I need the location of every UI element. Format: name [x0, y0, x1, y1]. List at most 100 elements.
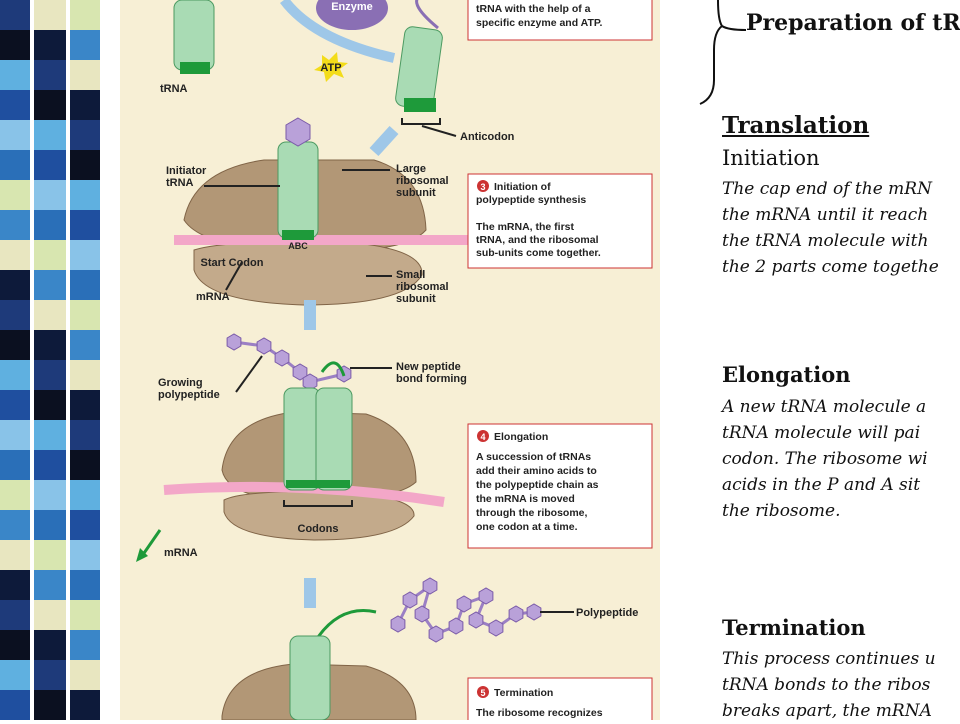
stripe-segment [70, 330, 100, 360]
amino-acid [414, 605, 430, 623]
stripe-segment [34, 510, 66, 540]
enzyme-shape [316, 0, 388, 30]
start-codon-label: Start Codon [201, 257, 264, 269]
text-line: the 2 parts come togethe [722, 257, 939, 277]
stripe-segment [70, 420, 100, 450]
termination-heading: Termination [722, 615, 866, 640]
atp-burst [314, 52, 348, 82]
step4-number-badge [477, 430, 489, 442]
initiation-heading: Initiation [722, 146, 820, 170]
text-line: the ribosome. [722, 501, 841, 521]
stripe-segment [70, 150, 100, 180]
stripe-segment [0, 390, 30, 420]
codons-label: Codons [298, 523, 339, 535]
stripe-segment [34, 450, 66, 480]
stripe-segment [0, 510, 30, 540]
trna-a-site [315, 387, 353, 491]
atp-label: ATP [320, 62, 341, 74]
growing-polypeptide-leader [235, 355, 263, 393]
anticodon-label: Anticodon [460, 131, 515, 143]
text-line: A new tRNA molecule a [722, 397, 927, 417]
mrna-label-3: mRNA [196, 291, 230, 303]
new-peptide-bond-label: New peptide bond forming [396, 361, 467, 385]
stripe-segment [34, 540, 66, 570]
amino-acid [256, 337, 272, 355]
growing-polypeptide-chain [226, 333, 352, 391]
amino-acid [508, 605, 524, 623]
stripe-segment [0, 660, 30, 690]
stripe-segment [70, 30, 100, 60]
stripe-segment [70, 480, 100, 510]
stripe-segment [0, 180, 30, 210]
text-line: breaks apart, the mRNA [722, 701, 932, 721]
stripe-segment [34, 660, 66, 690]
stripe-segment [34, 600, 66, 630]
stripe-segment [70, 450, 100, 480]
elongation-heading: Elongation [722, 362, 851, 387]
stripe-segment [0, 630, 30, 660]
stripe-segment [34, 150, 66, 180]
step4-number: 4 [480, 432, 485, 442]
stripe-segment [34, 330, 66, 360]
stripe-segment [70, 210, 100, 240]
stripe-segment [34, 360, 66, 390]
step3-box [467, 173, 653, 269]
stripe-segment [0, 360, 30, 390]
enzyme-label: Enzyme [331, 1, 373, 13]
stripe-segment [34, 270, 66, 300]
stripe-segment [70, 390, 100, 420]
step3-title: Initiation of polypeptide synthesis [476, 181, 586, 206]
stripe-segment [34, 570, 66, 600]
amino-acid-tail [415, 0, 439, 30]
stripe-segment [0, 300, 30, 330]
step3-number-badge [477, 180, 489, 192]
anticodon-bracket [401, 118, 441, 125]
stripe-segment [34, 420, 66, 450]
release-arrow [314, 609, 377, 641]
stripe-segment [34, 90, 66, 120]
text-line: the mRNA until it reach [722, 205, 929, 225]
stripe-segment [0, 480, 30, 510]
stripe-segment [0, 90, 30, 120]
stripe-segment [0, 600, 30, 630]
text-line: the tRNA molecule with [722, 231, 929, 251]
stripe-segment [34, 300, 66, 330]
stripe-segment [0, 150, 30, 180]
text-line: tRNA molecule will pai [722, 423, 921, 443]
amino-acid [448, 617, 464, 635]
curly-brace [699, 0, 747, 105]
stripe-segment [70, 90, 100, 120]
text-line: codon. The ribosome wi [722, 449, 928, 469]
anticodons-4 [286, 480, 350, 488]
mrna-exit-arrow [140, 529, 162, 557]
amino-acid [526, 603, 542, 621]
stripe-segment [34, 210, 66, 240]
amino-acid [468, 611, 484, 629]
start-codon-letters: ABC [288, 241, 308, 251]
stripe-segment [0, 30, 30, 60]
growing-polypeptide-label: Growing polypeptide [158, 377, 220, 401]
termination-paragraph: This process continues u tRNA bonds to t… [722, 646, 936, 724]
stripe-segment [34, 390, 66, 420]
text-line: acids in the P and A sit [722, 475, 921, 495]
amino-acid [292, 363, 308, 381]
trna-anticodon-free [180, 62, 210, 74]
initiator-trna [277, 141, 319, 239]
trna-label: tRNA [160, 83, 188, 95]
translation-heading: Translation [722, 112, 870, 139]
amino-acid [422, 577, 438, 595]
step5-body: The ribosome recognizes [476, 707, 603, 719]
step5-box [467, 677, 653, 720]
trna-anticodon [404, 98, 436, 112]
initiator-anticodon [282, 230, 314, 240]
stripe-segment [34, 60, 66, 90]
text-line: This process continues u [722, 649, 936, 669]
released-polypeptide-chain [390, 577, 542, 643]
stripe-segment [34, 120, 66, 150]
step4-title: Elongation [494, 431, 548, 443]
flow-arrow-1 [369, 125, 399, 157]
stripe-segment [70, 60, 100, 90]
codons-bracket [283, 500, 353, 507]
initiation-paragraph: The cap end of the mRN the mRNA until it… [722, 176, 939, 280]
stripe-segment [70, 570, 100, 600]
